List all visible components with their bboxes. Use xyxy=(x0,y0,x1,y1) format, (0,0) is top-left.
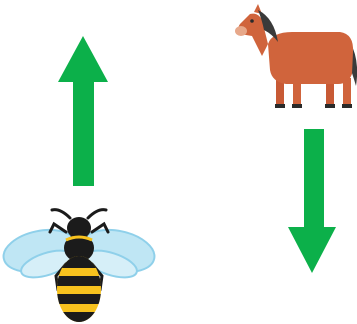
horse-icon xyxy=(235,4,357,108)
bee-icon xyxy=(0,210,158,324)
down-arrow-icon xyxy=(288,129,336,273)
up-arrow-icon xyxy=(58,36,108,186)
